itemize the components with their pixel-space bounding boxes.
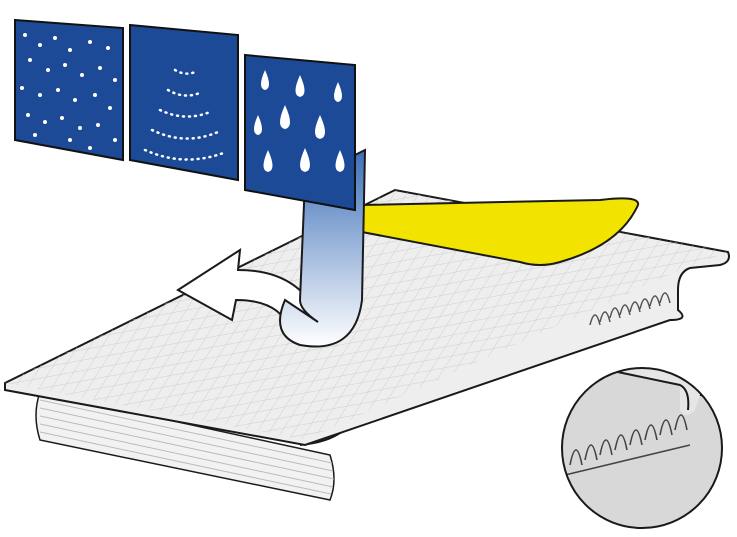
panel-spray-cone [129, 23, 239, 182]
panel-water-drops [244, 53, 356, 212]
page-stack [35, 380, 361, 501]
yellow-tape [361, 197, 640, 266]
panel-dense-dots [14, 18, 124, 162]
binding-coils [589, 292, 671, 326]
detail-magnifier [561, 367, 723, 529]
